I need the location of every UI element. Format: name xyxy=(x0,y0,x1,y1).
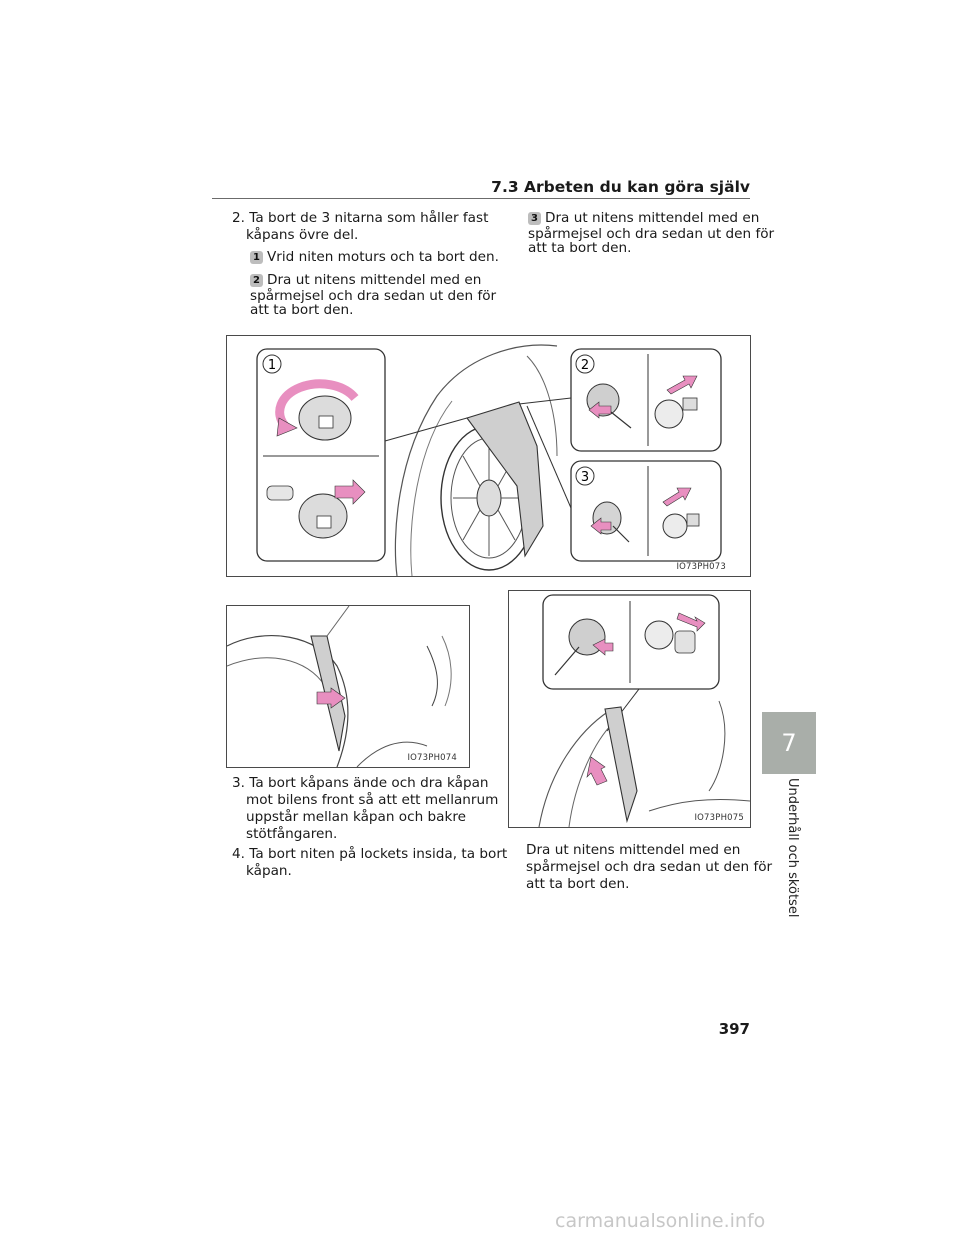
substep3-line3: att ta bort den. xyxy=(528,240,632,256)
fig3-caption-line3: att ta bort den. xyxy=(526,876,630,892)
watermark: carmanualsonline.info xyxy=(555,1210,766,1232)
substep3-line1: Dra ut nitens mittendel med en xyxy=(545,210,760,226)
step3-line4: stötfångaren. xyxy=(246,826,338,842)
page-number: 397 xyxy=(718,1020,750,1038)
step2-line1: 2. Ta bort de 3 nitarna som håller fast xyxy=(232,210,489,226)
header-rule xyxy=(212,198,750,199)
chapter-label: Underhåll och skötsel xyxy=(770,778,810,917)
figure-inner-rivet: IO73PH075 xyxy=(508,590,751,828)
substep1: 1 Vrid niten moturs och ta bort den. xyxy=(250,249,499,265)
fig3-caption-line1: Dra ut nitens mittendel med en xyxy=(526,842,741,858)
figure-code-1: IO73PH073 xyxy=(676,562,726,572)
figure-code-3: IO73PH075 xyxy=(694,813,744,823)
substep2-line2: spårmejsel och dra sedan ut den för xyxy=(250,288,497,304)
chapter-tab: 7 xyxy=(762,712,816,774)
figure-rivet-removal: 1 2 3 IO73PH073 xyxy=(226,335,751,577)
figure-cover-pull-drawing xyxy=(226,605,452,768)
step3-line2: mot bilens front så att ett mellanrum xyxy=(246,792,499,808)
callout-1-label: 1 xyxy=(268,358,276,373)
section-header: 7.3 Arbeten du kan göra själv xyxy=(491,178,750,196)
substep1-badge: 1 xyxy=(250,251,263,264)
step4-line1: 4. Ta bort niten på lockets insida, ta b… xyxy=(232,846,508,862)
substep2-badge: 2 xyxy=(250,274,263,287)
figure-inner-rivet-drawing xyxy=(538,594,751,828)
step2-line2: kåpans övre del. xyxy=(246,227,359,243)
step3-line3: uppstår mellan kåpan och bakre xyxy=(246,809,467,825)
step3-line1: 3. Ta bort kåpans ände och dra kåpan xyxy=(232,775,489,791)
callout-3-label: 3 xyxy=(581,470,589,485)
substep2: 2 Dra ut nitens mittendel med en xyxy=(250,272,481,288)
figure-code-2: IO73PH074 xyxy=(407,753,457,763)
substep1-text: Vrid niten moturs och ta bort den. xyxy=(267,249,499,265)
figure-rivet-removal-drawing: 1 2 3 xyxy=(256,344,722,577)
fig3-caption-line2: spårmejsel och dra sedan ut den för xyxy=(526,859,773,875)
callout-2-label: 2 xyxy=(581,358,589,373)
substep2-line3: att ta bort den. xyxy=(250,302,354,318)
figure-cover-pull: IO73PH074 xyxy=(226,605,470,768)
substep3-line2: spårmejsel och dra sedan ut den för xyxy=(528,226,775,242)
substep3: 3 Dra ut nitens mittendel med en xyxy=(528,210,759,226)
substep3-badge: 3 xyxy=(528,212,541,225)
step4-line2: kåpan. xyxy=(246,863,292,879)
chapter-label-text: Underhåll och skötsel xyxy=(785,778,800,918)
substep2-line1: Dra ut nitens mittendel med en xyxy=(267,272,482,288)
